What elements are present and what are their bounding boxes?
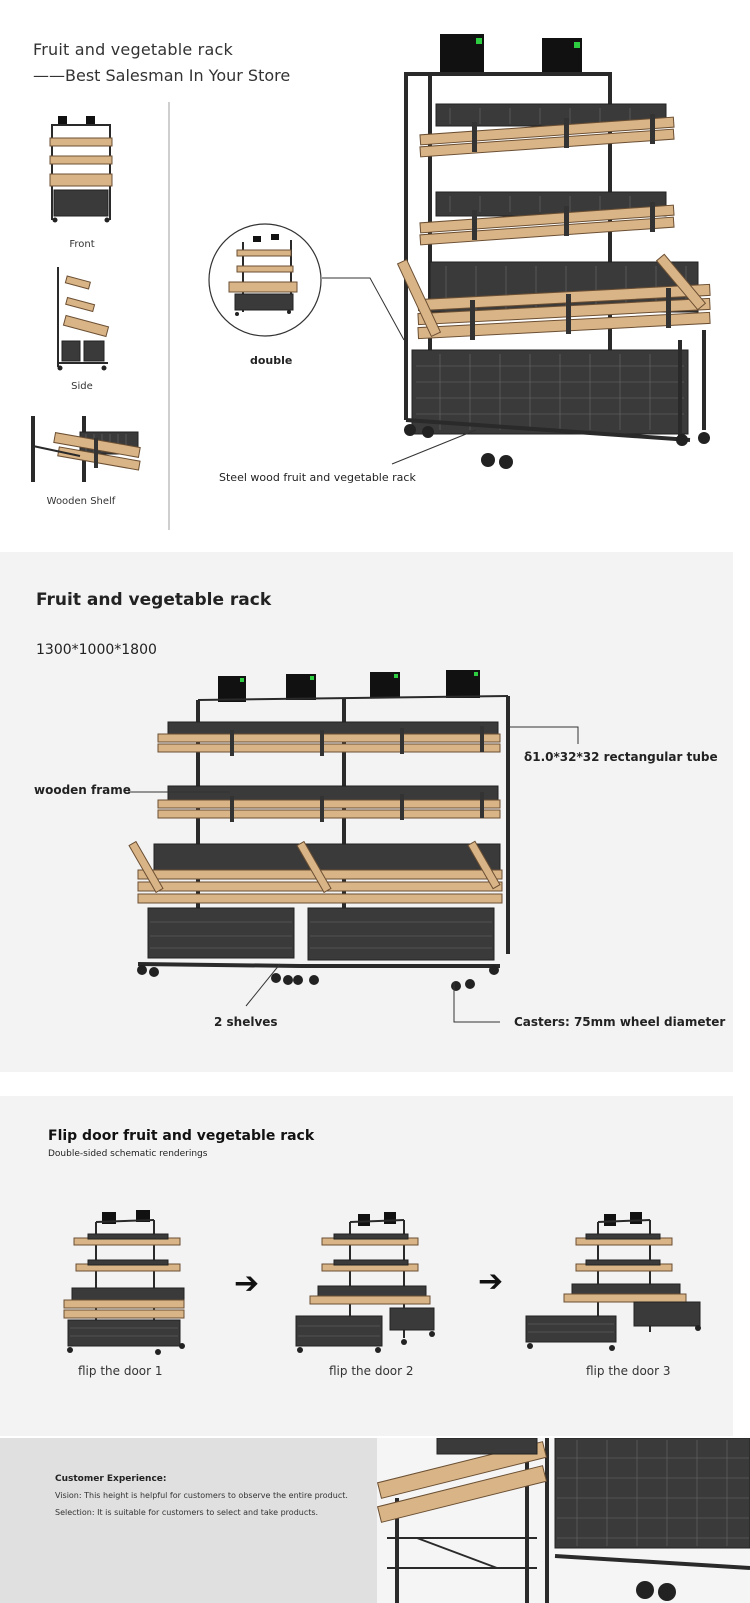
frame-callout: wooden frame (34, 783, 131, 797)
divider (168, 102, 170, 530)
main-rack-caption: Steel wood fruit and vegetable rack (219, 471, 416, 484)
experience-title: Customer Experience: (55, 1474, 167, 1484)
closeup-rack-image (377, 1438, 750, 1603)
front-view-image (49, 116, 113, 223)
side-view-image (57, 267, 110, 371)
experience-vision: Vision: This height is helpful for custo… (55, 1491, 348, 1500)
shelves-callout: 2 shelves (214, 1015, 278, 1029)
flip-subtitle: Double-sided schematic renderings (48, 1149, 208, 1159)
flip-step-2-image (295, 1212, 435, 1353)
wooden-shelf-label: Wooden Shelf (46, 496, 116, 507)
flip-title: Flip door fruit and vegetable rack (48, 1128, 315, 1144)
intro-section: Fruit and vegetable rack ——Best Salesman… (0, 0, 750, 552)
tube-callout: δ1.0*32*32 rectangular tube (524, 750, 718, 764)
flip-section: Flip door fruit and vegetable rack Doubl… (0, 1096, 733, 1436)
intro-leader-lines (322, 277, 477, 465)
double-rack-image (128, 670, 510, 991)
main-rack-image (396, 34, 711, 469)
side-view-label: Side (71, 381, 93, 392)
intro-tagline: ——Best Salesman In Your Store (33, 66, 291, 85)
flip-step-1-image (63, 1210, 185, 1355)
spec-leader-lines (128, 726, 579, 1023)
casters-callout: Casters: 75mm wheel diameter (514, 1015, 726, 1029)
double-rack-inset (208, 223, 322, 337)
experience-section: Customer Experience: Vision: This height… (0, 1438, 377, 1603)
flip-step-2-label: flip the door 2 (329, 1364, 414, 1378)
wooden-shelf-image (31, 416, 141, 482)
flip-step-1-label: flip the door 1 (78, 1364, 163, 1378)
spec-section: Fruit and vegetable rack 1300*1000*1800 (0, 552, 733, 1072)
closeup-image (377, 1438, 750, 1603)
front-view-label: Front (69, 239, 95, 250)
flip-step-3-label: flip the door 3 (586, 1364, 671, 1378)
arrow-right-icon: ➔ (234, 1266, 260, 1301)
intro-title: Fruit and vegetable rack (33, 40, 233, 59)
experience-selection: Selection: It is suitable for customers … (55, 1508, 319, 1517)
double-label: double (250, 354, 293, 367)
arrow-right-icon: ➔ (478, 1264, 504, 1299)
spec-title: Fruit and vegetable rack (36, 590, 272, 610)
flip-step-3-image (525, 1212, 701, 1351)
spec-dimensions: 1300*1000*1800 (36, 642, 157, 658)
